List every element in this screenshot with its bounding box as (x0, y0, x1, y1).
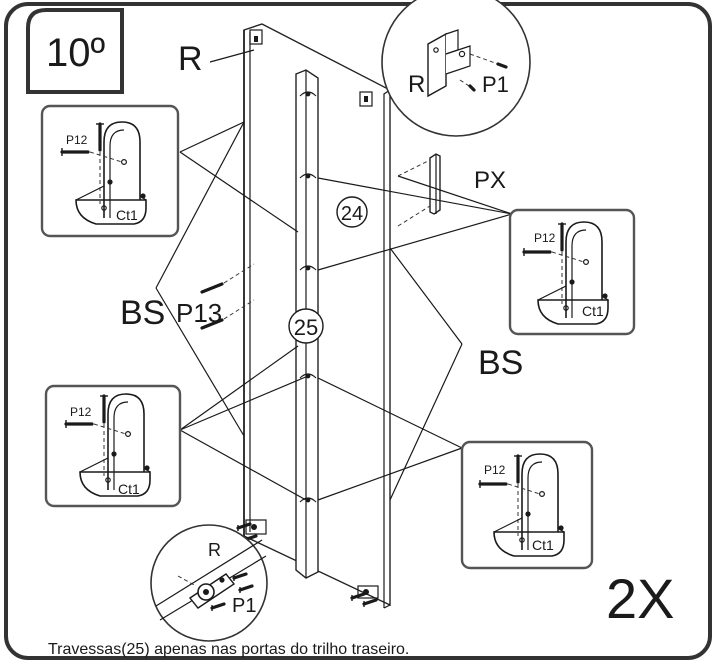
bs-left-connectors (155, 121, 309, 501)
label-bs-right: BS (478, 344, 523, 382)
bracket-screw-label: P12 (66, 133, 88, 147)
zoom-top-label-r: R (408, 71, 425, 98)
part-25-callout: 25 (288, 308, 324, 344)
label-px: PX (474, 167, 506, 194)
part-24-number: 24 (341, 203, 363, 225)
zoom-bottom-label-p1: P1 (232, 595, 256, 617)
bracket-part-label: Ct1 (532, 537, 554, 553)
p13-screws (200, 263, 255, 330)
bracket-screw-label: P12 (484, 463, 506, 477)
bs-right-connectors (317, 175, 513, 501)
label-bs-left: BS (120, 294, 165, 332)
bracket-detail-left-lower: P12 Ct1 (44, 384, 182, 508)
step-number-box: 10º (26, 8, 124, 94)
footer-note: Travessas(25) apenas nas portas do trilh… (48, 641, 409, 658)
zoom-detail-top: R P1 (381, 0, 531, 137)
label-p13: P13 (176, 298, 222, 328)
zoom-bottom-label-r: R (208, 540, 221, 560)
diagram-frame (4, 2, 712, 660)
top-hinge-hardware (249, 29, 263, 45)
quantity-multiplier: 2X (606, 567, 675, 630)
bracket-part-label: Ct1 (118, 481, 140, 497)
part-25-number: 25 (294, 315, 318, 340)
part-24-callout: 24 (336, 196, 368, 228)
bracket-detail-top-left: P12 Ct1 (40, 104, 180, 238)
bracket-part-label: Ct1 (116, 207, 138, 223)
bracket-screw-label: P12 (534, 231, 556, 245)
zoom-top-label-p1: P1 (482, 72, 509, 97)
top-right-hardware (359, 91, 373, 107)
bracket-detail-right-lower: P12 Ct1 (460, 440, 594, 570)
bracket-screw-label: P12 (70, 405, 92, 419)
bottom-right-hardware (350, 585, 379, 609)
bracket-part-label: Ct1 (582, 303, 604, 319)
step-number: 10º (46, 31, 105, 75)
bottom-left-hardware (236, 519, 267, 545)
label-r-top: R (178, 40, 203, 78)
zoom-detail-bottom: R P1 (150, 524, 268, 642)
rail-24-piece (429, 153, 441, 215)
bracket-detail-right-upper: P12 Ct1 (508, 208, 636, 336)
